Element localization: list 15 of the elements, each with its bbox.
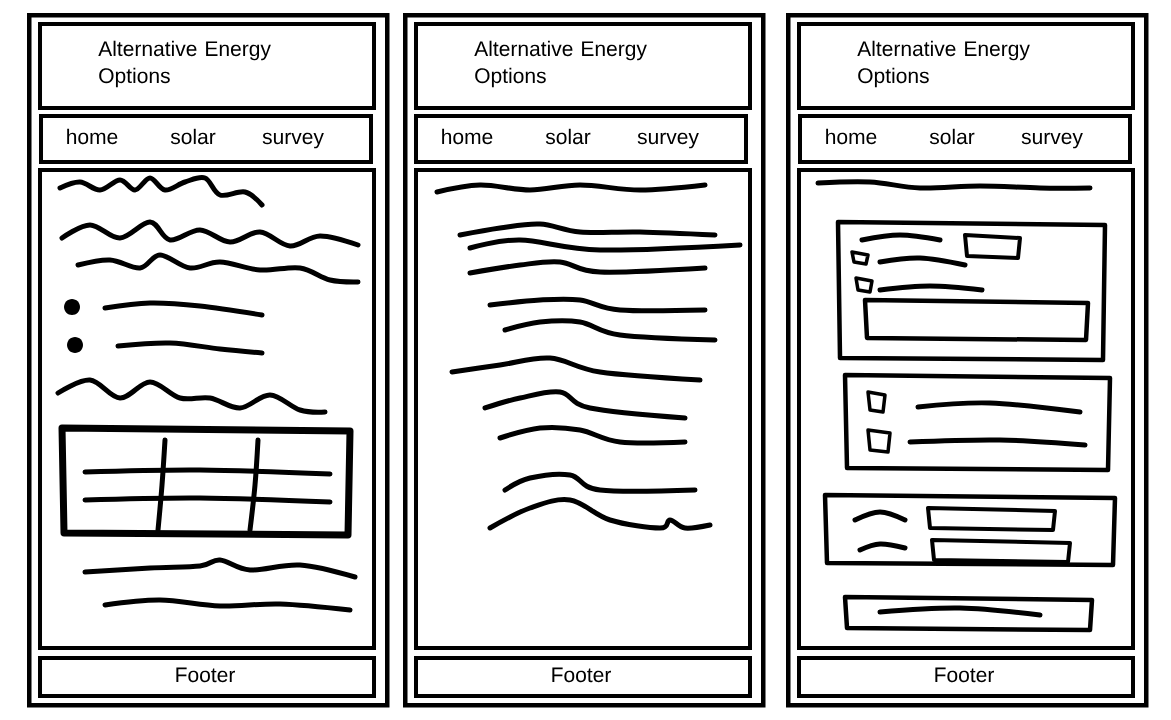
page-frame — [403, 13, 766, 708]
footer-box: Footer — [38, 656, 376, 698]
footer-box: Footer — [797, 656, 1135, 698]
content-box — [38, 168, 376, 650]
header-box: Alternative Energy Options — [38, 22, 376, 110]
nav-bar: home solar survey — [798, 114, 1132, 164]
nav-bar: home solar survey — [39, 114, 373, 164]
content-box — [797, 168, 1135, 650]
header-box: Alternative Energy Options — [797, 22, 1135, 110]
content-box — [414, 168, 752, 650]
page-frame — [786, 13, 1149, 708]
nav-bar: home solar survey — [414, 114, 748, 164]
header-box: Alternative Energy Options — [414, 22, 752, 110]
footer-box: Footer — [414, 656, 752, 698]
page-frame — [27, 13, 390, 708]
